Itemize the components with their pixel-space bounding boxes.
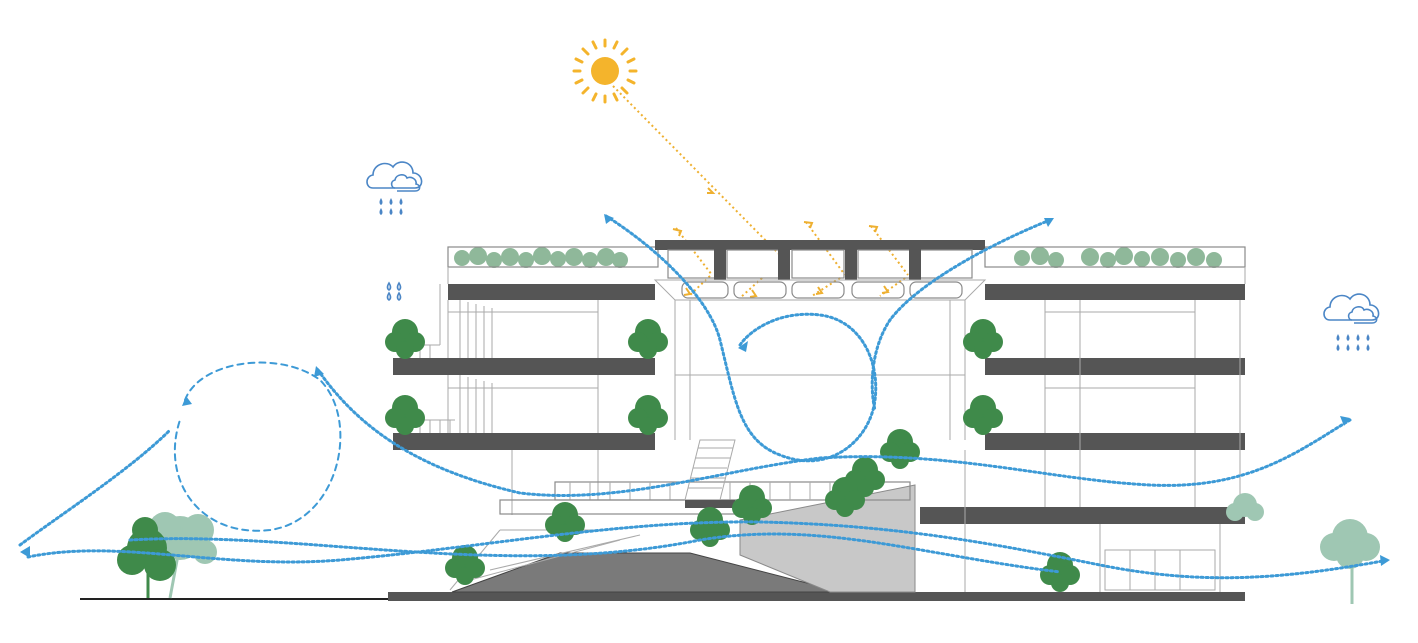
roof-garden-left (454, 247, 628, 268)
tree-large-right (1320, 519, 1380, 604)
wind-atrium-up-right (870, 218, 1052, 412)
solar-ray-paths (612, 85, 909, 299)
wind-arrowheads (20, 214, 1390, 566)
sun-rays (572, 38, 638, 104)
sun-disc (591, 57, 619, 85)
rain-cloud-icon (1323, 293, 1380, 351)
solar-ray-2 (805, 221, 846, 276)
rain-drops (1336, 334, 1370, 351)
terrace-railing-bars (569, 482, 831, 500)
tree-small-right (1226, 493, 1264, 521)
solar-ray-1 (675, 227, 713, 276)
solar-ray-main (612, 85, 781, 256)
wind-sweep-cross (128, 532, 1062, 574)
rain-cloud-icon (366, 161, 423, 215)
slab-level2-right (985, 358, 1245, 375)
wind-atrium-up-left (604, 214, 878, 463)
structure-lines (447, 267, 1246, 592)
slab-ground-right (920, 507, 1245, 524)
rain-drops (379, 198, 403, 215)
wind-loop-left (173, 361, 342, 532)
slab-level1-left (393, 433, 655, 450)
wind-tail-left (18, 428, 172, 547)
roof-parapet-right (984, 246, 1246, 268)
central-stair (684, 439, 736, 501)
podium-block (739, 484, 916, 593)
skylight-modules (667, 248, 973, 299)
rain-drops-icon (386, 281, 402, 301)
wind-sweep-low (26, 520, 1390, 580)
slab-roof-right (985, 284, 1245, 300)
solar-ray-4 (739, 277, 763, 299)
stair-landing (685, 500, 735, 508)
roof-parapet-left (447, 246, 659, 268)
roof-garden-right (1014, 247, 1222, 268)
building-section (80, 240, 1246, 601)
skylight-roof (655, 240, 985, 250)
solar-ray-5 (811, 277, 841, 297)
slab-roof-left (448, 284, 655, 300)
slab-level2-left (393, 358, 655, 375)
foundation-slab (388, 592, 1245, 601)
wind-sweep-mid (316, 368, 1352, 497)
wind-arrow-icon (18, 214, 1390, 580)
facade-louvres-left (459, 300, 493, 433)
sun-icon (572, 38, 638, 104)
solar-ray-arrowheads (672, 187, 890, 298)
slab-level1-right (985, 433, 1245, 450)
